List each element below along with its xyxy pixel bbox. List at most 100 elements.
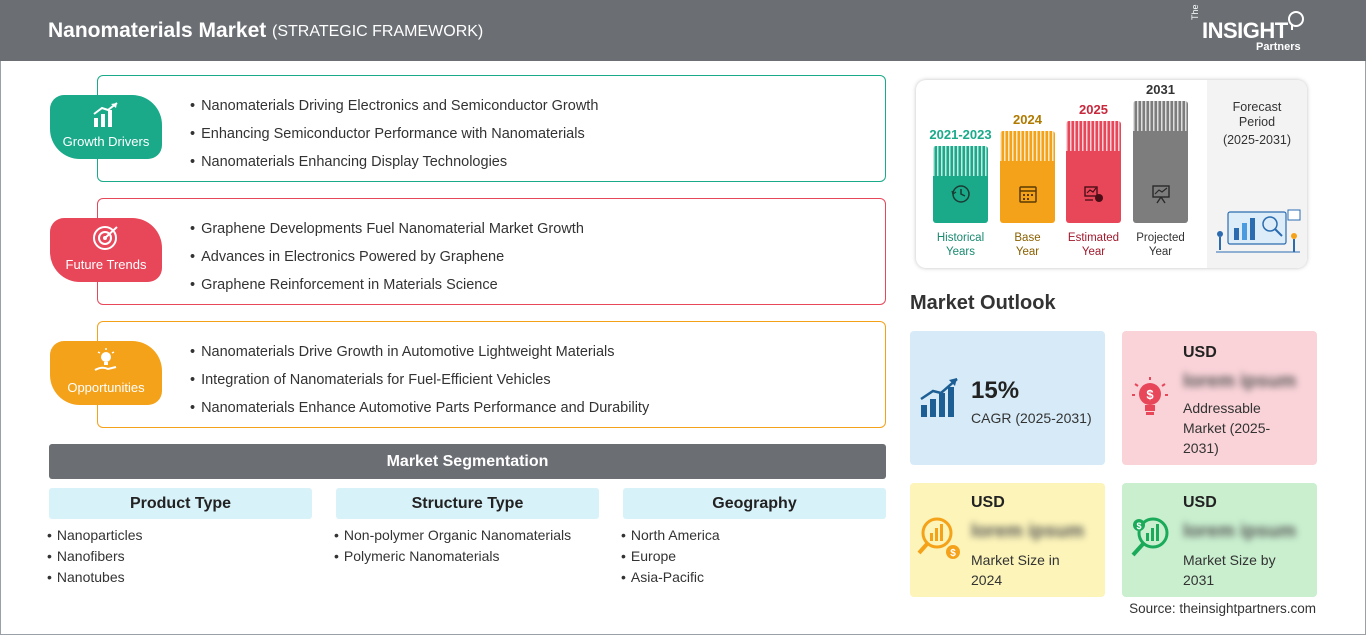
- growth-chart-icon: [920, 378, 958, 417]
- blurred-value: lorem ipsum: [1183, 371, 1296, 392]
- addressable-label-1: Addressable: [1183, 400, 1261, 416]
- page-subtitle: (STRATEGIC FRAMEWORK): [272, 23, 484, 40]
- badge-label: Growth Drivers: [62, 134, 150, 149]
- timeline-bar-1: [1000, 131, 1055, 223]
- history-clock-icon: [950, 185, 972, 215]
- growth-drivers-card: Nanomaterials Driving Electronics and Se…: [97, 75, 886, 182]
- logo-partners-text: Partners: [1256, 41, 1301, 53]
- timeline-caption: Years: [946, 246, 975, 258]
- size-2031-label-1: Market Size by: [1183, 552, 1276, 568]
- size-2031-label-2: 2031: [1183, 572, 1215, 588]
- usd-label: USD: [1183, 344, 1217, 361]
- list-item: Graphene Reinforcement in Materials Scie…: [190, 271, 584, 299]
- list-item: Non-polymer Organic Nanomaterials: [334, 525, 571, 546]
- timeline-caption: Historical: [936, 232, 985, 244]
- size-2024-label-2: 2024: [971, 572, 1003, 588]
- lightbulb-hand-icon: [94, 348, 117, 371]
- analytics-illustration-icon: [1216, 209, 1301, 253]
- segment-list-structure-type: Non-polymer Organic Nanomaterials Polyme…: [334, 525, 571, 567]
- list-item: Graphene Developments Fuel Nanomaterial …: [190, 215, 584, 243]
- logo-bulb-icon: [1288, 11, 1304, 30]
- forecast-range-label: (2025-2031): [1222, 133, 1292, 147]
- source-note: Source: theinsightpartners.com: [1129, 601, 1316, 616]
- list-item: Nanofibers: [47, 546, 143, 567]
- cagr-label: CAGR (2025-2031): [971, 410, 1092, 426]
- future-trends-card: Graphene Developments Fuel Nanomaterial …: [97, 198, 886, 305]
- timeline-caption: Estimated: [1067, 232, 1120, 244]
- segment-head-geography: Geography: [623, 488, 886, 519]
- timeline-year-label: 2031: [1146, 82, 1175, 97]
- timeline-caption: Projected: [1136, 232, 1185, 244]
- future-trends-badge: Future Trends: [50, 218, 162, 282]
- usd-label: USD: [1183, 494, 1217, 511]
- estimate-chart-icon: [1083, 186, 1105, 215]
- cagr-tile: 15% CAGR (2025-2031): [910, 331, 1105, 465]
- addressable-market-tile: $ USD lorem ipsum Addressable Market (20…: [1122, 331, 1317, 465]
- list-item: Integration of Nanomaterials for Fuel-Ef…: [190, 366, 649, 394]
- timeline-year-label: 2024: [1013, 112, 1042, 127]
- opportunities-card: Nanomaterials Drive Growth in Automotive…: [97, 321, 886, 428]
- segmentation-title: Market Segmentation: [49, 444, 886, 479]
- bar-stripes: [1133, 101, 1188, 131]
- svg-text:$: $: [1136, 521, 1141, 531]
- svg-text:$: $: [950, 548, 956, 559]
- addressable-label-3: 2031): [1183, 440, 1219, 456]
- forecast-label: Forecast: [1232, 100, 1282, 114]
- market-size-2024-tile: $ USD lorem ipsum Market Size in 2024: [910, 483, 1105, 597]
- size-2024-label-1: Market Size in: [971, 552, 1060, 568]
- svg-text:$: $: [1146, 387, 1154, 402]
- list-item: Europe: [621, 546, 720, 567]
- blurred-value: lorem ipsum: [1183, 521, 1296, 542]
- segment-list-geography: North America Europe Asia-Pacific: [621, 525, 720, 588]
- header-bar: Nanomaterials Market (STRATEGIC FRAMEWOR…: [0, 0, 1366, 61]
- segment-list-product-type: Nanoparticles Nanofibers Nanotubes: [47, 525, 143, 588]
- target-icon: [93, 226, 118, 250]
- addressable-label-2: Market (2025-: [1183, 420, 1271, 436]
- logo-the-text: The: [1190, 4, 1200, 20]
- segment-head-product-type: Product Type: [49, 488, 312, 519]
- usd-label: USD: [971, 494, 1005, 511]
- bar-stripes: [1066, 121, 1121, 151]
- presentation-icon: [1150, 185, 1172, 215]
- list-item: Nanomaterials Drive Growth in Automotive…: [190, 338, 649, 366]
- list-item: North America: [621, 525, 720, 546]
- dollar-bulb-icon: $: [1132, 377, 1168, 415]
- brand-logo[interactable]: The INSIGHT Partners: [1190, 4, 1310, 56]
- timeline-year-label: 2021-2023: [929, 127, 992, 142]
- magnifier-chart-icon: $: [1131, 517, 1169, 557]
- opportunities-badge: Opportunities: [50, 341, 162, 405]
- magnifier-chart-icon: $: [917, 517, 960, 559]
- list-item: Nanomaterials Enhancing Display Technolo…: [190, 148, 598, 176]
- cagr-value: 15%: [971, 377, 1020, 404]
- timeline-caption: Year: [1148, 246, 1173, 258]
- list-item: Asia-Pacific: [621, 567, 720, 588]
- list-item: Nanomaterials Enhance Automotive Parts P…: [190, 394, 649, 422]
- segment-head-structure-type: Structure Type: [336, 488, 599, 519]
- page-title: Nanomaterials Market: [48, 19, 267, 42]
- list-item: Advances in Electronics Powered by Graph…: [190, 243, 584, 271]
- bar-growth-icon: [93, 102, 118, 127]
- list-item: Nanoparticles: [47, 525, 143, 546]
- forecast-period-label: Period: [1238, 115, 1276, 129]
- bar-stripes: [933, 146, 988, 176]
- market-size-2031-tile: $ USD lorem ipsum Market Size by 2031: [1122, 483, 1317, 597]
- list-item: Nanomaterials Driving Electronics and Se…: [190, 92, 598, 120]
- list-item: Polymeric Nanomaterials: [334, 546, 571, 567]
- bar-stripes: [1000, 131, 1055, 161]
- timeline-caption: Year: [1081, 246, 1106, 258]
- timeline-caption: Base: [1014, 232, 1041, 244]
- timeline-caption: Year: [1015, 246, 1040, 258]
- list-item: Enhancing Semiconductor Performance with…: [190, 120, 598, 148]
- blurred-value: lorem ipsum: [971, 521, 1084, 542]
- timeline-bar-0: [933, 146, 988, 223]
- growth-drivers-badge: Growth Drivers: [50, 95, 162, 159]
- badge-label: Opportunities: [67, 380, 145, 395]
- calendar-icon: [1017, 186, 1039, 215]
- market-outlook-title: Market Outlook: [910, 292, 1056, 314]
- list-item: Nanotubes: [47, 567, 143, 588]
- logo-brand-text: INSIGHT: [1202, 18, 1288, 43]
- timeline-year-label: 2025: [1079, 102, 1108, 117]
- timeline-bar-3: [1133, 101, 1188, 223]
- badge-label: Future Trends: [65, 257, 147, 272]
- timeline-bar-2: [1066, 121, 1121, 223]
